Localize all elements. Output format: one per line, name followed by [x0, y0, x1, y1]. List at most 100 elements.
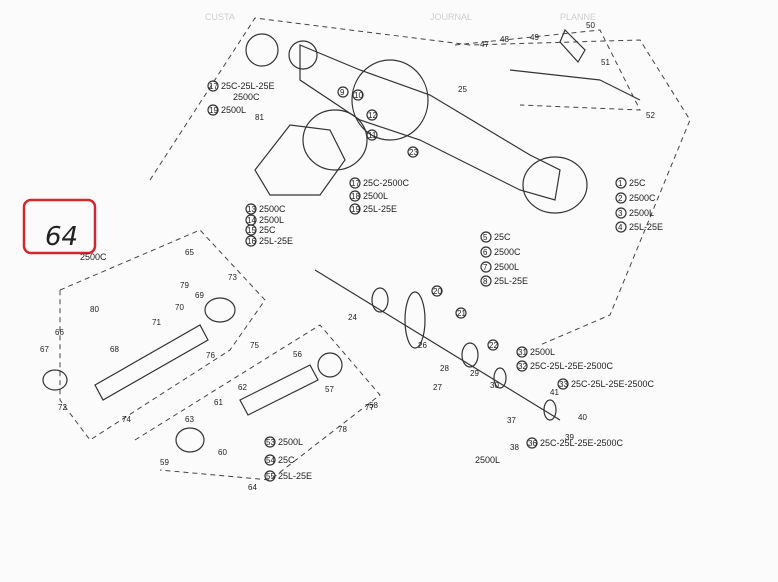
svg-text:63: 63	[185, 415, 194, 424]
svg-text:15: 15	[247, 226, 256, 235]
universal-joint	[204, 297, 236, 323]
svg-text:27: 27	[433, 383, 442, 392]
svg-text:9: 9	[340, 88, 345, 97]
svg-text:25C: 25C	[494, 232, 511, 242]
svg-text:78: 78	[338, 425, 347, 434]
svg-text:64: 64	[248, 483, 257, 492]
svg-text:56: 56	[293, 350, 302, 359]
svg-text:19: 19	[351, 205, 360, 214]
svg-text:50: 50	[586, 21, 595, 30]
svg-text:49: 49	[530, 33, 539, 42]
svg-text:25C-25L-25E-2500C: 25C-25L-25E-2500C	[571, 379, 655, 389]
svg-text:20: 20	[433, 287, 442, 296]
svg-text:5: 5	[483, 233, 488, 242]
nut	[543, 399, 557, 421]
shaft-flange	[175, 427, 205, 453]
svg-text:2500C: 2500C	[629, 193, 656, 203]
svg-text:53: 53	[266, 438, 275, 447]
svg-text:2500L: 2500L	[475, 455, 500, 465]
part-numbers: 47 48 49 50 51 52 25 41 40 39 38 37 30 2…	[40, 21, 655, 492]
seal	[493, 367, 507, 389]
svg-text:2500L: 2500L	[494, 262, 519, 272]
svg-text:2500L: 2500L	[259, 215, 284, 225]
svg-text:54: 54	[266, 456, 275, 465]
svg-text:25L-25E: 25L-25E	[278, 471, 312, 481]
svg-text:25L-25E: 25L-25E	[259, 236, 293, 246]
header-fragment: JOURNAL	[430, 12, 472, 22]
svg-text:11: 11	[368, 131, 377, 140]
svg-text:4: 4	[618, 223, 623, 232]
svg-text:2500C: 2500C	[259, 204, 286, 214]
bracket-group-outline	[454, 29, 641, 111]
axle-flange	[288, 40, 318, 70]
svg-text:2500L: 2500L	[629, 208, 654, 218]
page-number-box	[22, 198, 97, 255]
svg-text:71: 71	[152, 318, 161, 327]
differential-carrier	[254, 124, 346, 196]
carrier-gasket	[302, 109, 368, 171]
svg-text:2500L: 2500L	[530, 347, 555, 357]
header-fragment: PLANNE	[560, 12, 596, 22]
svg-text:69: 69	[195, 291, 204, 300]
drive-shaft-rear	[239, 364, 319, 416]
bearing	[371, 287, 389, 313]
svg-text:28: 28	[440, 364, 449, 373]
svg-text:79: 79	[180, 281, 189, 290]
svg-text:18: 18	[351, 192, 360, 201]
bracket-rod	[509, 69, 601, 81]
svg-text:25C: 25C	[259, 225, 276, 235]
svg-text:76: 76	[206, 351, 215, 360]
svg-text:60: 60	[218, 448, 227, 457]
svg-text:3: 3	[618, 209, 623, 218]
brake-drum	[522, 156, 588, 214]
svg-text:2500C: 2500C	[233, 92, 260, 102]
svg-text:25C: 25C	[278, 455, 295, 465]
svg-text:38: 38	[510, 443, 519, 452]
svg-text:37: 37	[507, 416, 516, 425]
svg-text:25L-25E: 25L-25E	[363, 204, 397, 214]
svg-text:16: 16	[247, 237, 256, 246]
svg-text:19: 19	[209, 106, 218, 115]
svg-text:65: 65	[185, 248, 194, 257]
axle-housing	[299, 44, 561, 201]
page-number: 64	[45, 222, 78, 252]
svg-text:21: 21	[457, 309, 466, 318]
svg-text:61: 61	[214, 398, 223, 407]
bearing	[461, 342, 479, 368]
svg-text:1: 1	[618, 179, 623, 188]
svg-text:47: 47	[480, 40, 489, 49]
svg-text:41: 41	[550, 388, 559, 397]
callout-18-top: 17	[209, 82, 218, 91]
svg-text:25C-25L-25E-2500C: 25C-25L-25E-2500C	[530, 361, 614, 371]
svg-text:2: 2	[618, 194, 623, 203]
svg-text:81: 81	[255, 113, 264, 122]
svg-text:6: 6	[483, 248, 488, 257]
bracket-rod	[599, 79, 641, 101]
svg-text:66: 66	[55, 328, 64, 337]
svg-text:12: 12	[368, 111, 377, 120]
svg-text:59: 59	[160, 458, 169, 467]
shaft2-group-outline	[134, 324, 381, 481]
svg-text:2500C: 2500C	[80, 252, 107, 262]
svg-text:25C: 25C	[629, 178, 646, 188]
svg-text:25C-25L-25E-2500C: 25C-25L-25E-2500C	[540, 438, 624, 448]
svg-text:25C-2500C: 25C-2500C	[363, 178, 410, 188]
svg-text:26: 26	[418, 341, 427, 350]
svg-text:2500C: 2500C	[494, 247, 521, 257]
svg-text:25: 25	[458, 85, 467, 94]
svg-text:55: 55	[266, 472, 275, 481]
svg-text:30: 30	[490, 381, 499, 390]
svg-text:7: 7	[483, 263, 488, 272]
svg-text:62: 62	[238, 383, 247, 392]
svg-text:48: 48	[500, 35, 509, 44]
svg-text:22: 22	[489, 341, 498, 350]
svg-text:17: 17	[351, 179, 360, 188]
svg-text:13: 13	[247, 205, 256, 214]
svg-text:2500L: 2500L	[278, 437, 303, 447]
svg-text:32: 32	[518, 362, 527, 371]
svg-text:39: 39	[565, 433, 574, 442]
svg-text:57: 57	[325, 385, 334, 394]
